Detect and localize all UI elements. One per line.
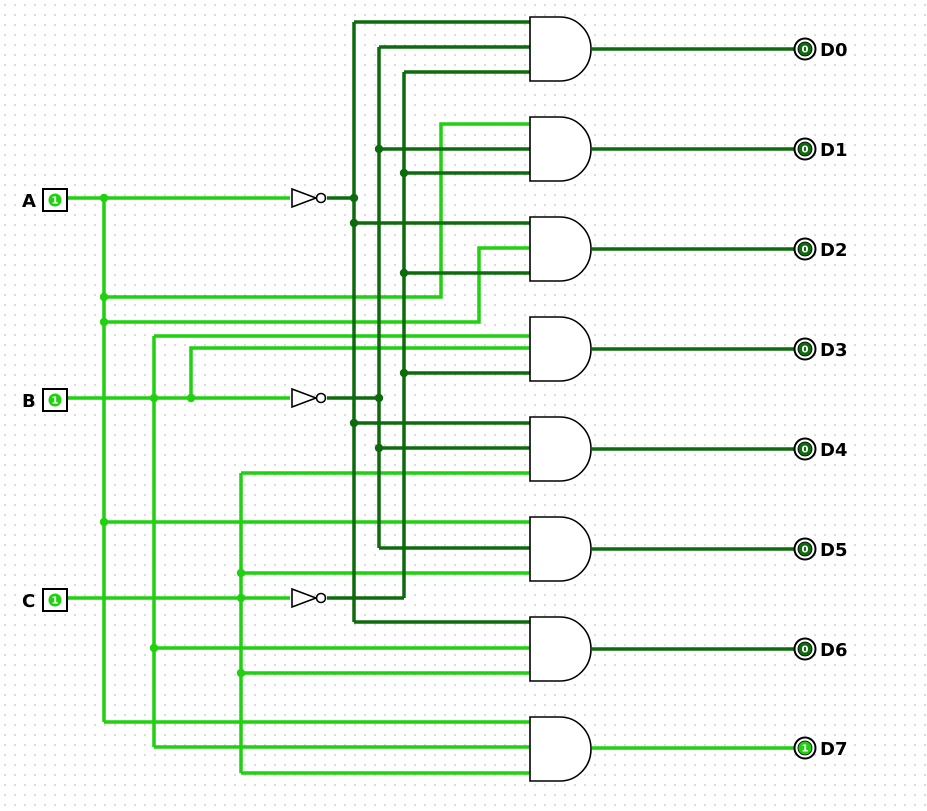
input-pin-b-indicator — [48, 393, 62, 407]
wire-active — [189, 346, 530, 398]
not-gate-a — [291, 187, 327, 209]
output-pin-d7-indicator — [797, 740, 813, 756]
and-gate-d0 — [529, 16, 592, 82]
wire-active — [104, 246, 530, 324]
junction-dot — [149, 643, 159, 653]
junction-dot — [99, 517, 109, 527]
input-pin-c-value: 1 — [52, 596, 59, 607]
output-pin-d1-value: 0 — [802, 145, 809, 156]
junction-dot — [399, 368, 409, 378]
junction-dot — [99, 193, 109, 203]
output-pin-d4-value: 0 — [802, 445, 809, 456]
junction-dot — [374, 144, 384, 154]
and-gate-d6 — [529, 616, 592, 682]
junction-dot — [99, 292, 109, 302]
output-pin-d2-value: 0 — [802, 245, 809, 256]
junction-dot — [374, 393, 384, 403]
input-pin-c[interactable]: 1 C — [22, 588, 68, 612]
output-pin-d2[interactable]: 0 D2 — [793, 237, 848, 262]
junction-dot — [349, 418, 359, 428]
and-gate-d3 — [529, 316, 592, 382]
output-pin-d2-indicator — [797, 241, 813, 257]
output-pin-d7-value: 1 — [802, 744, 809, 755]
output-pin-d5-value: 0 — [802, 545, 809, 556]
output-pin-d4-indicator — [797, 441, 813, 457]
output-label-d3: D3 — [820, 340, 847, 361]
junction-dot — [349, 218, 359, 228]
output-label-d0: D0 — [820, 40, 847, 61]
not-gates — [291, 187, 327, 609]
output-label-d7: D7 — [820, 739, 847, 760]
input-pin-b[interactable]: 1 B — [22, 388, 68, 412]
input-pin-a[interactable]: 1 A — [22, 188, 68, 212]
junction-dot — [99, 317, 109, 327]
and-gate-d5 — [529, 516, 592, 582]
and-gate-d7 — [529, 716, 592, 782]
output-pin-d1-indicator — [797, 141, 813, 157]
input-pin-a-indicator — [48, 193, 62, 207]
not-gate-b — [291, 387, 327, 409]
junction-dot — [399, 168, 409, 178]
junction-dot — [349, 193, 359, 203]
active-wires — [67, 122, 796, 775]
input-pin-b-value: 1 — [52, 396, 59, 407]
input-pin-c-indicator — [48, 593, 62, 607]
junction-dot — [236, 593, 246, 603]
output-pin-d7[interactable]: 1 D7 — [793, 736, 848, 761]
output-pin-d6[interactable]: 0 D6 — [793, 637, 848, 662]
output-label-d6: D6 — [820, 640, 847, 661]
output-pin-d3[interactable]: 0 D3 — [793, 337, 848, 362]
and-gates — [529, 16, 592, 782]
output-pin-d6-value: 0 — [802, 645, 809, 656]
input-label-a: A — [22, 191, 36, 212]
and-gate-d1 — [529, 116, 592, 182]
output-pin-d5[interactable]: 0 D5 — [793, 537, 848, 562]
input-label-c: C — [22, 591, 35, 612]
output-pin-d4[interactable]: 0 D4 — [793, 437, 848, 462]
output-label-d4: D4 — [820, 440, 847, 461]
output-pin-d0-indicator — [797, 41, 813, 57]
and-gate-d4 — [529, 416, 592, 482]
output-pin-d5-indicator — [797, 541, 813, 557]
junction-dot — [149, 393, 159, 403]
wire-junctions — [99, 144, 409, 678]
output-pin-d1[interactable]: 0 D1 — [793, 137, 848, 162]
junction-dot — [374, 443, 384, 453]
junction-dot — [186, 393, 196, 403]
output-pin-d3-indicator — [797, 341, 813, 357]
inactive-wires — [327, 20, 796, 651]
junction-dot — [236, 568, 246, 578]
not-gate-c — [291, 587, 327, 609]
output-pin-d6-indicator — [797, 641, 813, 657]
output-label-d1: D1 — [820, 140, 847, 161]
junction-dot — [399, 268, 409, 278]
output-pin-d0[interactable]: 0 D0 — [793, 37, 848, 62]
output-pin-d0-value: 0 — [802, 45, 809, 56]
input-label-b: B — [22, 391, 36, 412]
and-gate-d2 — [529, 216, 592, 282]
wire-active — [104, 122, 530, 299]
output-pin-d3-value: 0 — [802, 345, 809, 356]
output-label-d2: D2 — [820, 240, 847, 261]
junction-dot — [236, 668, 246, 678]
output-label-d5: D5 — [820, 540, 847, 561]
input-pin-a-value: 1 — [52, 196, 59, 207]
